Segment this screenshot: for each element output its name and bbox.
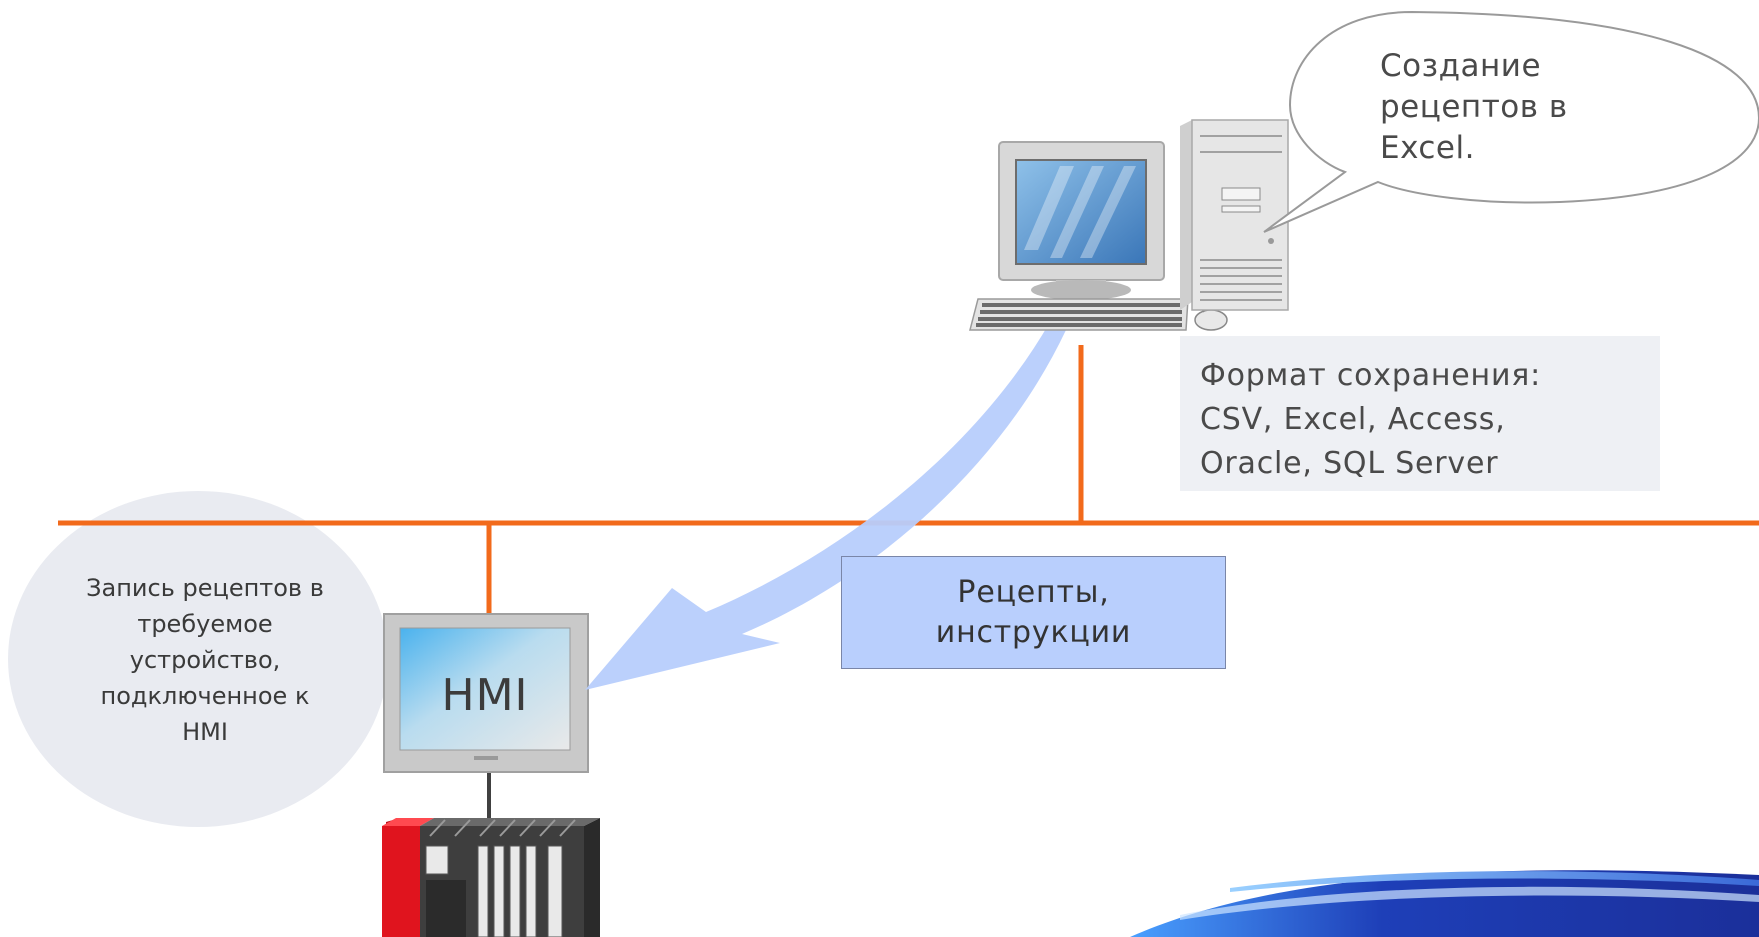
recipes-box: Рецепты, инструкции bbox=[841, 556, 1226, 669]
format-line: CSV, Excel, Access, bbox=[1200, 402, 1506, 437]
plc-rack-icon bbox=[382, 818, 600, 937]
speech-bubble-text: Создание рецептов в Excel. bbox=[1380, 46, 1568, 169]
recipes-line: инструкции bbox=[935, 614, 1132, 650]
computer-icon bbox=[969, 119, 1289, 331]
left-note-line: требуемое bbox=[137, 610, 273, 638]
left-note-line: устройство, bbox=[129, 646, 281, 674]
left-note-text: Запись рецептов в требуемое устройство, … bbox=[30, 570, 380, 750]
speech-bubble-line: рецептов в bbox=[1380, 89, 1568, 125]
left-note-line: HMI bbox=[182, 718, 228, 746]
format-line: Oracle, SQL Server bbox=[1200, 446, 1499, 481]
left-note-circle bbox=[8, 491, 388, 827]
speech-bubble-line: Excel. bbox=[1380, 130, 1475, 166]
left-note-line: Запись рецептов в bbox=[86, 574, 324, 602]
left-note-line: подключенное к bbox=[100, 682, 310, 710]
format-text: Формат сохранения: CSV, Excel, Access, O… bbox=[1200, 354, 1541, 486]
transfer-arrow bbox=[585, 322, 1066, 690]
speech-bubble bbox=[1263, 10, 1759, 233]
decorative-swoosh bbox=[1130, 870, 1759, 937]
hmi-panel bbox=[383, 613, 589, 773]
hmi-label: HMI bbox=[441, 670, 529, 721]
speech-bubble-line: Создание bbox=[1380, 48, 1542, 84]
format-box bbox=[1180, 336, 1660, 491]
recipes-line: Рецепты, bbox=[957, 574, 1110, 610]
format-line: Формат сохранения: bbox=[1200, 358, 1542, 393]
